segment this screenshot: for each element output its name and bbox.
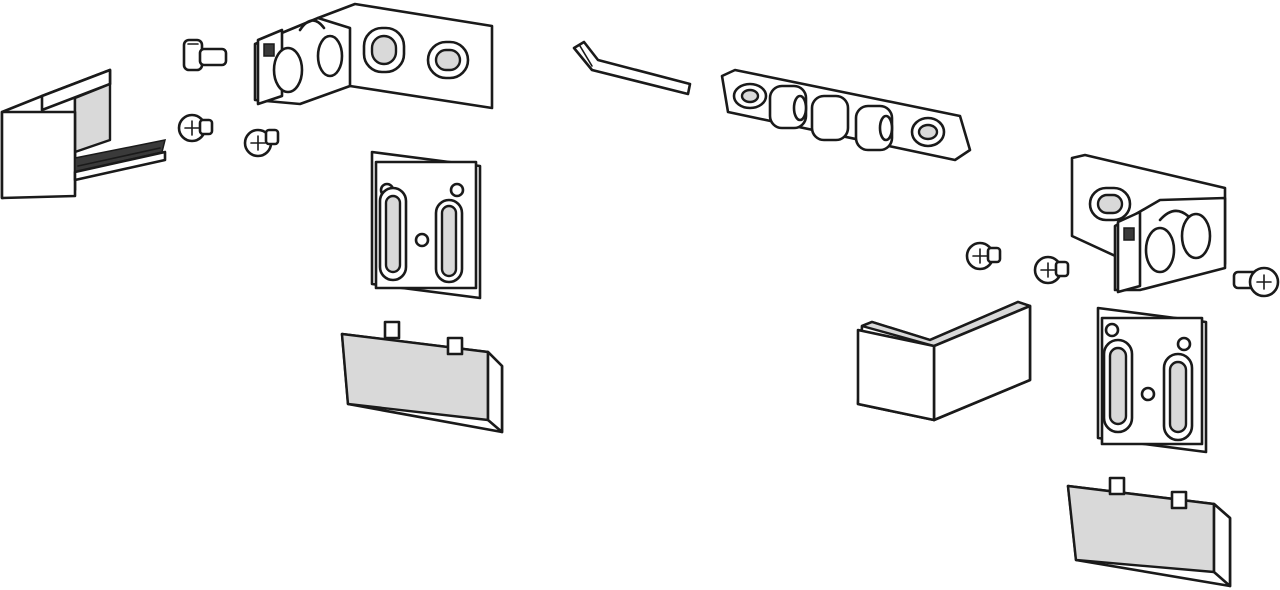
- left-screw-1: [177, 113, 214, 143]
- hex-key: [572, 40, 692, 96]
- left-pivot-bracket: [253, 2, 494, 110]
- right-screw-1: [965, 241, 1002, 271]
- left-standoff-screw: [182, 38, 228, 72]
- right-end-cap: [856, 300, 1032, 422]
- right-screw-2: [1033, 255, 1070, 285]
- left-mounting-plate: [370, 150, 482, 300]
- hinge-rail: [720, 68, 972, 162]
- right-pivot-bracket: [1070, 153, 1227, 294]
- right-standoff-screw: [1232, 266, 1280, 298]
- right-mounting-plate: [1096, 306, 1208, 454]
- right-cover-cap: [1066, 476, 1232, 588]
- left-cover-cap: [340, 320, 504, 434]
- left-end-cap: [0, 68, 167, 200]
- left-screw-2: [243, 128, 280, 158]
